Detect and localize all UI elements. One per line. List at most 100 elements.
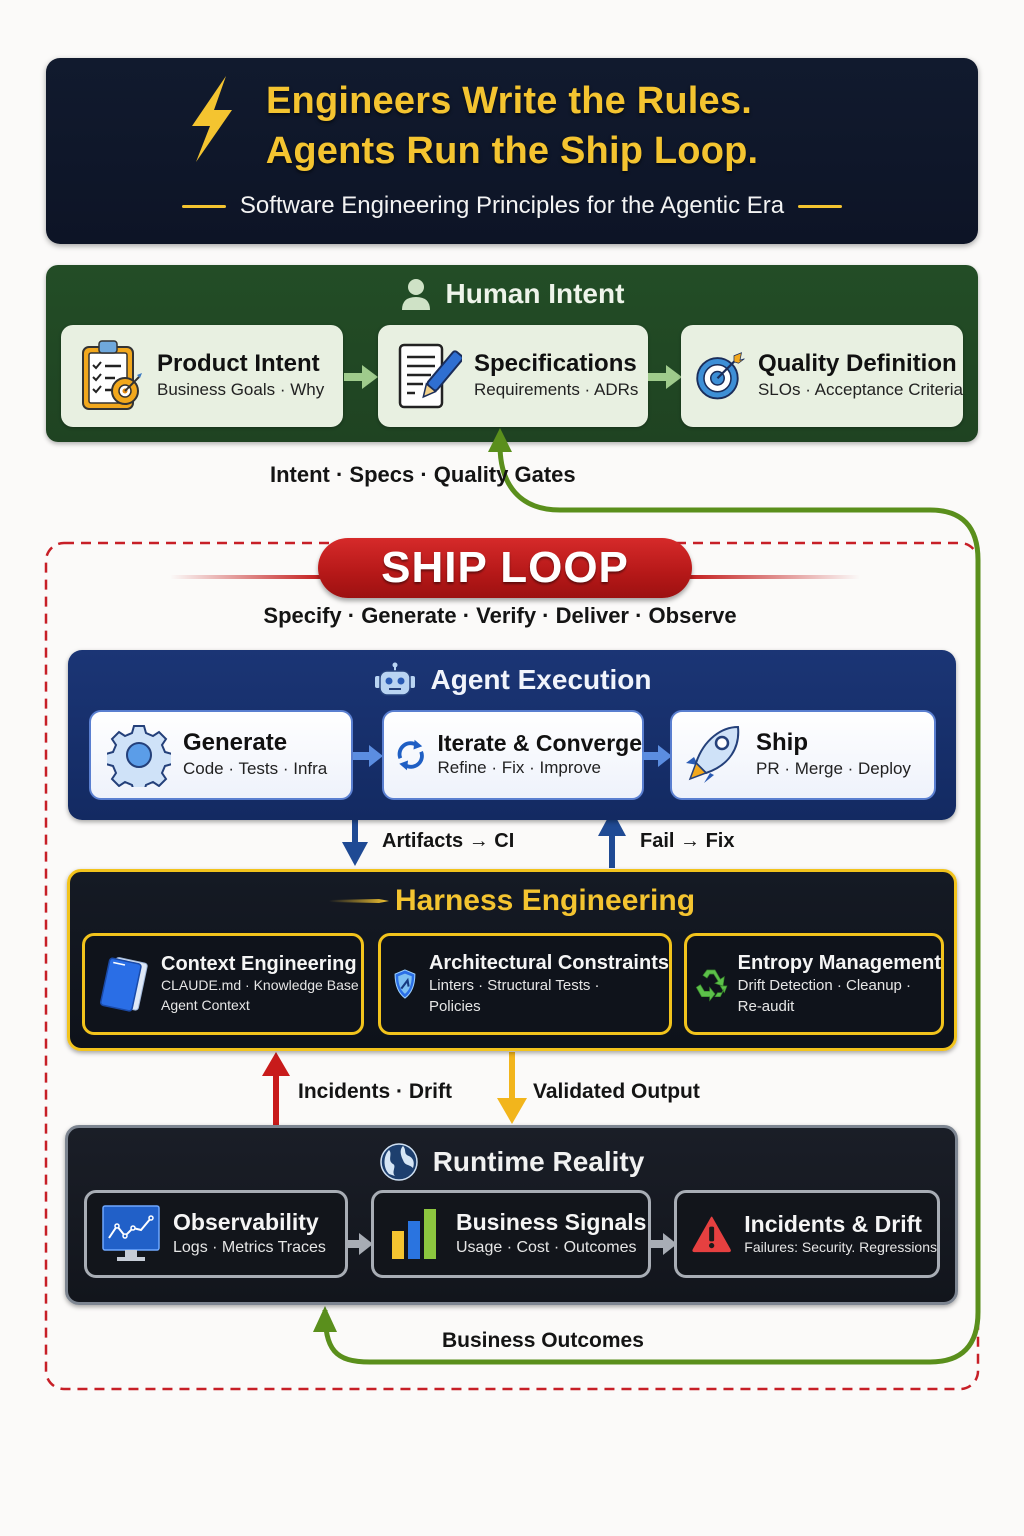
- card-subtitle: Linters · Structural Tests ·: [428, 977, 600, 994]
- card-observability[interactable]: Observability Logs · Metrics Traces: [84, 1190, 348, 1278]
- validated-arrow-shaft: [509, 1052, 515, 1102]
- arrow-right-icon: [345, 1233, 373, 1255]
- card-subtitle: SLOs · Acceptance Criteria: [757, 379, 963, 399]
- card-title: Observability: [173, 1209, 319, 1236]
- human-intent-section: Human Intent Product Intent Business Goa…: [46, 265, 978, 442]
- title-line-1: Engineers Write the Rules.: [266, 80, 752, 122]
- divider: [181, 204, 226, 208]
- divider: [798, 204, 843, 208]
- card-title: Business Signals: [456, 1209, 647, 1236]
- card-entropy-management[interactable]: Entropy Management Drift Detection · Cle…: [684, 933, 944, 1035]
- card-quality-definition[interactable]: Quality Definition SLOs · Acceptance Cri…: [681, 325, 963, 427]
- card-generate[interactable]: Generate Code · Tests · Infra: [89, 710, 353, 800]
- artifacts-ci-label: Artifacts → CI: [382, 830, 515, 852]
- runtime-reality-header: Runtime Reality: [68, 1142, 955, 1182]
- ship-loop-stages: Specify · Generate · Verify · Deliver · …: [263, 603, 737, 628]
- card-subtitle: Drift Detection · Cleanup ·: [737, 977, 912, 994]
- card-product-intent[interactable]: Product Intent Business Goals · Why: [61, 325, 343, 427]
- person-icon: [401, 279, 430, 310]
- feedback-loop-line: [322, 444, 981, 1365]
- card-ship[interactable]: Ship PR · Merge · Deploy: [670, 710, 936, 800]
- card-subtitle: Business Goals · Why: [157, 379, 325, 399]
- validated-output-label: Validated Output: [533, 1080, 700, 1103]
- ship-loop-badge: SHIP LOOP: [318, 538, 692, 598]
- card-title: Product Intent: [157, 350, 320, 378]
- card-subtitle: PR · Merge · Deploy: [756, 758, 911, 778]
- card-incidents-drift[interactable]: Incidents & Drift Failures: Security. Re…: [674, 1190, 940, 1278]
- refresh-icon: [397, 739, 424, 771]
- rocket-icon: [686, 725, 740, 783]
- monitor-chart-icon: [102, 1205, 160, 1261]
- fail-fix-arrowhead: [598, 810, 626, 836]
- card-title: Context Engineering: [161, 953, 357, 976]
- agent-execution-section: Agent Execution Generate Code · Tests · …: [68, 650, 956, 820]
- card-subtitle: Requirements · ADRs: [474, 379, 639, 399]
- card-title: Entropy Management: [737, 952, 941, 974]
- recycle-icon: [695, 969, 728, 1002]
- warning-icon: [692, 1216, 731, 1253]
- card-subtitle: Refine · Fix · Improve: [437, 758, 601, 778]
- fail-fix-label: Fail → Fix: [640, 830, 735, 852]
- validated-arrowhead: [497, 1098, 527, 1124]
- arrow-right-icon: [353, 745, 383, 767]
- harness-engineering-section: Harness Engineering Context Engineering …: [67, 869, 957, 1051]
- section-title: Agent Execution: [430, 664, 652, 695]
- feedback-arrowhead-top: [488, 428, 512, 452]
- clipboard-target-icon: [82, 340, 142, 410]
- card-context-engineering[interactable]: Context Engineering CLAUDE.md · Knowledg…: [82, 933, 364, 1035]
- card-architectural-constraints[interactable]: Architectural Constraints Linters · Stru…: [378, 933, 672, 1035]
- incidents-arrowhead: [262, 1052, 290, 1076]
- subtitle: Software Engineering Principles for the …: [239, 192, 785, 219]
- card-title: Generate: [183, 729, 288, 757]
- section-title: Human Intent: [445, 278, 625, 309]
- artifacts-arrowhead: [342, 842, 368, 866]
- harness-engineering-header: Harness Engineering: [70, 884, 954, 918]
- card-subtitle: CLAUDE.md · Knowledge Base: [161, 977, 359, 994]
- card-subtitle: Logs · Metrics Traces: [173, 1239, 326, 1256]
- subtitle-row: Software Engineering Principles for the …: [46, 192, 978, 220]
- card-specifications[interactable]: Specifications Requirements · ADRs: [378, 325, 648, 427]
- human-intent-header: Human Intent: [46, 277, 978, 311]
- document-pencil-icon: [398, 343, 462, 409]
- card-title: Architectural Constraints: [428, 952, 669, 974]
- section-title: Harness Engineering: [394, 884, 696, 917]
- card-subtitle-line-2: Re-audit: [737, 998, 795, 1015]
- header-banner: Engineers Write the Rules. Agents Run th…: [46, 58, 978, 244]
- gear-icon: [107, 725, 171, 787]
- card-title: Iterate & Converge: [437, 729, 642, 756]
- incidents-arrow-shaft: [273, 1070, 279, 1126]
- card-subtitle-line-2: Policies: [428, 998, 481, 1015]
- lightning-bolt-icon: [192, 76, 232, 162]
- agent-execution-header: Agent Execution: [68, 662, 956, 698]
- card-subtitle: Code · Tests · Infra: [183, 758, 328, 778]
- card-title: Quality Definition: [757, 350, 957, 378]
- card-business-signals[interactable]: Business Signals Usage · Cost · Outcomes: [371, 1190, 651, 1278]
- bar-chart-icon: [392, 1209, 436, 1259]
- card-subtitle: Usage · Cost · Outcomes: [456, 1239, 637, 1256]
- divider: [690, 575, 860, 579]
- divider: [170, 575, 320, 579]
- arrow-right-icon: [649, 1233, 677, 1255]
- runtime-reality-section: Runtime Reality Observability Logs · Met…: [65, 1125, 958, 1305]
- artifacts-arrow-shaft: [352, 818, 358, 846]
- intent-flow-label: Intent · Specs · Quality Gates: [270, 462, 576, 487]
- title-line-2: Agents Run the Ship Loop.: [265, 130, 759, 172]
- arrow-right-icon: [344, 365, 378, 389]
- card-title: Specifications: [474, 350, 637, 378]
- business-outcomes-label: Business Outcomes: [442, 1329, 644, 1352]
- feedback-arrowhead-bottom: [313, 1306, 337, 1332]
- arrow-right-icon: [648, 365, 682, 389]
- bullseye-icon: [696, 352, 745, 400]
- card-subtitle: Failures: Security. Regressions: [744, 1239, 937, 1256]
- incidents-drift-label: Incidents · Drift: [298, 1080, 453, 1103]
- robot-icon: [374, 662, 415, 696]
- fail-fix-arrow-shaft: [609, 836, 615, 868]
- shield-icon: [394, 969, 416, 999]
- globe-icon: [379, 1143, 418, 1181]
- notebook-icon: [100, 957, 148, 1012]
- card-iterate-converge[interactable]: Iterate & Converge Refine · Fix · Improv…: [382, 710, 644, 800]
- streak-arrow-icon: [328, 899, 389, 903]
- card-title: Incidents & Drift: [744, 1210, 922, 1237]
- section-title: Runtime Reality: [432, 1146, 645, 1177]
- arrow-right-icon: [642, 745, 672, 767]
